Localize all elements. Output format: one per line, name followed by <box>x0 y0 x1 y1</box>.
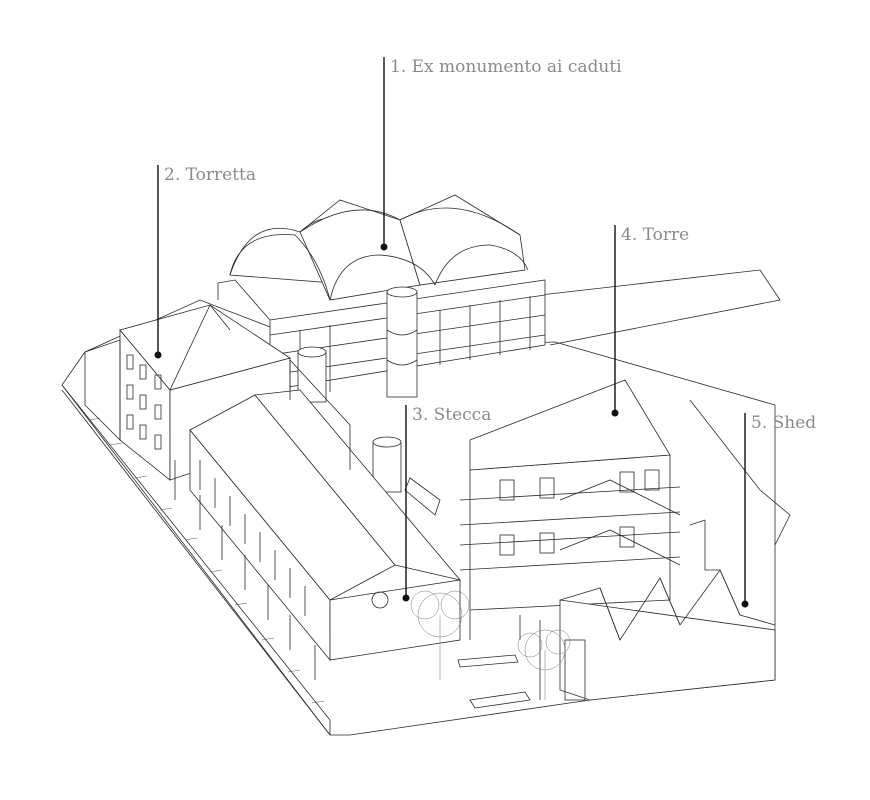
leader-shed <box>741 413 749 608</box>
leader-monumento <box>380 57 388 251</box>
label-monumento: 1. Ex monumento ai caduti <box>390 57 622 77</box>
stecca-building <box>174 359 462 680</box>
trees <box>410 590 571 709</box>
label-torretta: 2. Torretta <box>164 165 256 185</box>
leader-torre <box>611 225 619 417</box>
leader-stecca <box>402 405 410 602</box>
road-back <box>539 269 791 546</box>
bench <box>469 691 531 709</box>
shed-building <box>519 519 776 701</box>
label-torre: 4. Torre <box>621 225 690 245</box>
label-shed: 5. Shed <box>751 413 817 433</box>
bench <box>457 654 519 668</box>
monumento-building <box>217 194 546 493</box>
torre-building <box>459 379 681 640</box>
leader-torretta <box>154 165 162 359</box>
label-stecca: 3. Stecca <box>412 405 492 425</box>
